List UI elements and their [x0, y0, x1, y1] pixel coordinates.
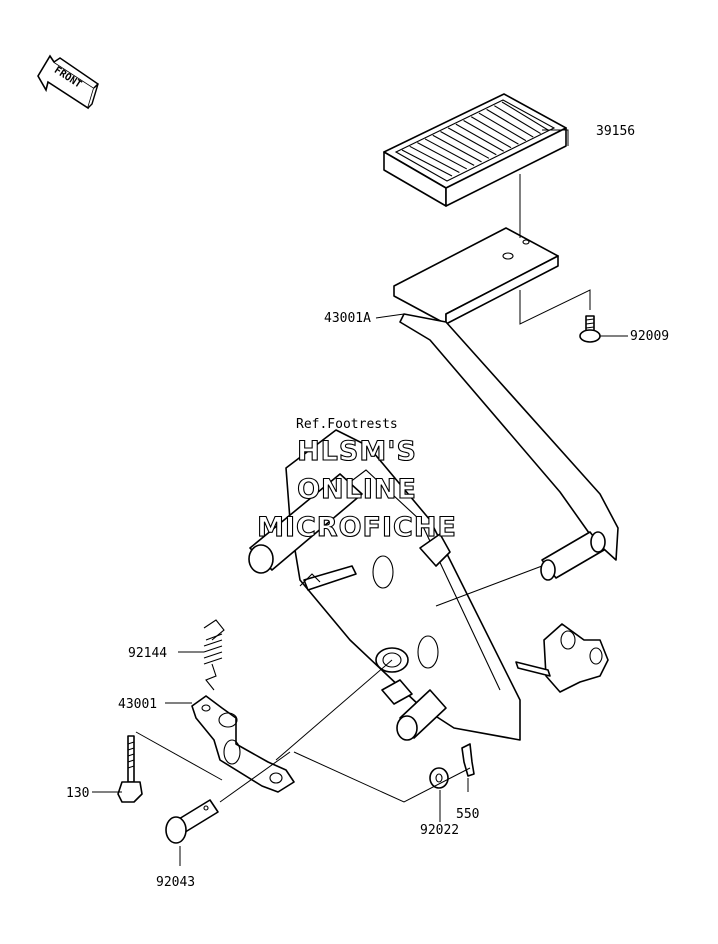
watermark-line-3: MICROFICHE — [257, 512, 457, 543]
part-number-550: 550 — [456, 807, 479, 822]
watermark-line-2: ONLINE — [297, 474, 417, 505]
pedal-rubber-pad — [383, 93, 567, 207]
part-number-92043: 92043 — [156, 875, 195, 890]
pad-screw — [579, 315, 601, 343]
part-number-43001A: 43001A — [324, 311, 371, 326]
pad-rib — [432, 134, 482, 163]
pad-rib — [478, 112, 527, 142]
part-number-92022: 92022 — [420, 823, 459, 838]
pad-rib — [486, 108, 534, 138]
pad-rib — [455, 123, 504, 152]
pad-rib — [470, 116, 519, 145]
pad-rib — [463, 119, 512, 149]
split-pin — [461, 743, 475, 777]
front-arrow-icon: FRONT — [37, 54, 100, 110]
flange-bolt — [117, 735, 143, 803]
pad-rib — [501, 101, 549, 131]
pad-rib — [447, 127, 497, 156]
pivot-bracket — [515, 623, 609, 693]
watermark-line-1: HLSM'S — [297, 436, 417, 467]
pad-rib — [409, 145, 460, 173]
clevis-pin — [165, 799, 219, 844]
return-spring — [203, 619, 225, 691]
cotter-pin — [299, 565, 357, 591]
link-bracket — [191, 695, 295, 793]
part-number-130: 130 — [66, 786, 89, 801]
pedal-boss — [248, 473, 447, 741]
pad-rib — [401, 149, 453, 177]
part-number-92009: 92009 — [630, 329, 669, 344]
assembly-lines — [135, 174, 591, 803]
reference-note: Ref.Footrests — [296, 417, 398, 432]
pivot-shaft — [540, 531, 606, 581]
callout-leaders — [92, 129, 628, 866]
washer — [429, 767, 449, 789]
pad-rib — [417, 142, 468, 170]
watermark: HLSM'S ONLINE MICROFICHE — [257, 435, 457, 543]
pad-rib — [494, 105, 541, 135]
part-number-39156: 39156 — [596, 124, 635, 139]
pad-rib — [440, 131, 490, 159]
part-number-43001: 43001 — [118, 697, 157, 712]
part-number-92144: 92144 — [128, 646, 167, 661]
pad-rib — [424, 138, 475, 166]
